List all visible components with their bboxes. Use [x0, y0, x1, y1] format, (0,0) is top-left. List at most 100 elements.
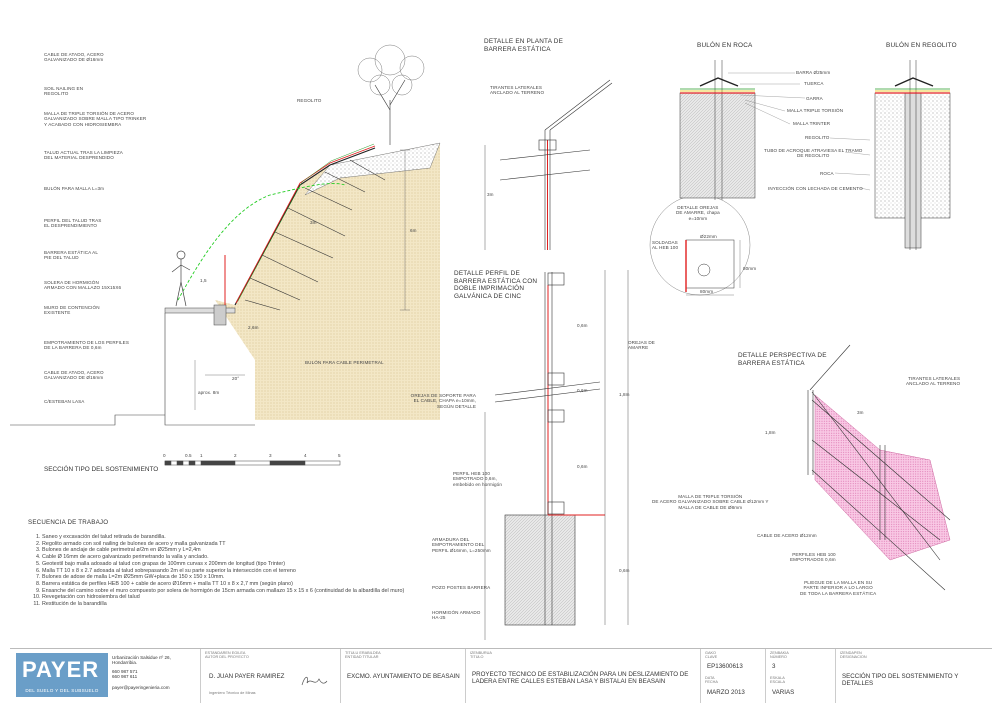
company-phones: 660 987 571 660 987 611 — [112, 669, 138, 680]
orejas-d80a: 80mm — [743, 266, 757, 271]
bulon-label: MALLA TRIPLE TORSIÓN — [787, 108, 844, 113]
bulones-drawing — [679, 60, 951, 250]
numero-cell: ZENBAKIA NÚMERO 3 ESKALA ESCALA VARIAS — [765, 649, 836, 703]
escala-caption: ESKALA ESCALA — [770, 676, 785, 685]
section-drawing — [10, 44, 441, 426]
logo-text: PAYER — [22, 657, 100, 682]
planta-drawing — [484, 79, 613, 250]
perfil-dim-06a: 0,6m — [577, 323, 588, 328]
perspectiva-tirantes: TIRANTES LATERALES ANCLADO AL TERRENO — [906, 376, 961, 387]
perfil-heb: PERFIL HEB 100 EMPOTRADO 0,6m, embebido … — [453, 471, 502, 487]
label-bulon-perimetral: BULÓN PARA CABLE PERIMETRAL — [305, 360, 384, 365]
autor-role: Ingeniero Técnico de Minas — [209, 691, 256, 695]
step-item: Ensanche del camino sobre el muro compue… — [42, 588, 408, 595]
perfil-armadura: ARMADURA DEL EMPOTRAMIENTO DEL PERFIL Ø1… — [432, 537, 491, 553]
perfil-drawing — [484, 270, 629, 640]
designacion-cell: IZENDAPEN DESIGNACION SECCIÓN TIPO DEL S… — [835, 649, 993, 703]
perfil-orejas-soporte: OREJAS DE SOPORTE PARA EL CABLE, CHAPA e… — [410, 393, 476, 409]
label-barrera-pie: BARRERA ESTÁTICA AL PIE DEL TALUD — [44, 250, 98, 261]
planta-dim-3m: 3m — [487, 192, 494, 197]
perspectiva-cable: CABLE DE ACERO Ø12mm — [757, 533, 817, 538]
perspectiva-pliegue: PLIEGUE DE LA MALLA EN SU PARTE INFERIOR… — [800, 580, 877, 596]
title-block: PAYER DEL SUELO Y DEL SUBSUELO Urbanizac… — [10, 648, 992, 703]
scale-tick-0: 0 — [163, 453, 166, 458]
payer-logo: PAYER DEL SUELO Y DEL SUBSUELO — [16, 653, 108, 697]
scale-tick-3: 3 — [269, 453, 272, 458]
scale-tick-1: 1 — [200, 453, 203, 458]
bulon-label: REGOLITO — [805, 135, 830, 140]
bulon-label: INYECCIÓN CON LECHADA DE CEMENTO — [768, 186, 863, 191]
bulon-roca-title: BULÓN EN ROCA — [697, 42, 753, 49]
label-empotramiento: EMPOTRAMIENTO DE LOS PERFILES DE LA BARR… — [44, 340, 130, 351]
orejas-d22: Ø22mm — [700, 234, 717, 239]
titulo-text: PROYECTO TECNICO DE ESTABILIZACIÓN PARA … — [472, 671, 689, 686]
signature-icon — [301, 676, 328, 686]
step-item: Saneo y excavación del talud retirada de… — [42, 534, 408, 541]
numero-value: 3 — [772, 663, 776, 670]
perspectiva-dim-3m: 3m — [857, 410, 864, 415]
perfil-orejas-amarre: OREJAS DE AMARRE — [628, 340, 655, 351]
perfil-hormigon: HORMIGÓN ARMADO HA-25 — [432, 610, 481, 621]
company-email: payer@payeringenieria.com — [112, 685, 170, 690]
perspectiva-perfiles: PERFILES HEB 100 EMPOTRADOS 0,6m — [790, 552, 836, 563]
autor-caption: ESTANDAREN EGILEA AUTOR DEL PROYECTO — [205, 651, 249, 660]
fecha-value: MARZO 2013 — [707, 689, 745, 696]
planta-tirantes: TIRANTES LATERALES ANCLADO AL TERRENO — [490, 85, 545, 96]
designacion-value: SECCIÓN TIPO DEL SOSTENIMIENTO Y DETALLE… — [842, 673, 959, 688]
perfil-dim-06d: 0,6m — [619, 568, 630, 573]
scale-tick-4: 4 — [304, 453, 307, 458]
work-sequence: SECUENCIA DE TRABAJO Saneo y excavación … — [28, 519, 408, 608]
autor-cell: ESTANDAREN EGILEA AUTOR DEL PROYECTO D. … — [200, 649, 341, 703]
perfil-pozo: POZO POSTES BARRERA — [432, 585, 491, 590]
step-item: Geotextil bajo malla adosado al talud co… — [42, 561, 408, 568]
perspectiva-title: DETALLE PERSPECTIVA DE BARRERA ESTÁTICA — [738, 352, 827, 367]
perfil-dim-06b: 0,6m — [577, 388, 588, 393]
numero-caption: ZENBAKIA NÚMERO — [770, 651, 789, 660]
titulo-cell: IZENBURUA TITULO PROYECTO TECNICO DE EST… — [465, 649, 701, 703]
dim-3m: 3m — [310, 220, 317, 225]
bulon-label: MALLA TRINTER — [793, 121, 831, 126]
perfil-dim-18: 1,8m — [619, 392, 630, 397]
scale-tick-5: 5 — [338, 453, 341, 458]
fecha-caption: DATA FECHA — [705, 676, 718, 685]
step-item: Restitución de la barandilla — [42, 601, 408, 608]
perfil-title: DETALLE PERFIL DE BARRERA ESTÁTICA CON D… — [454, 270, 538, 300]
logo-subtitle: DEL SUELO Y DEL SUBSUELO — [25, 688, 99, 693]
step-item: Revegetación con hidrosiembra del talud — [42, 594, 408, 601]
orejas-d80b: 80mm — [700, 289, 714, 294]
step-item: Regolito armado con soil nailing de bulo… — [42, 541, 408, 548]
scale-bar — [164, 460, 341, 466]
autor-name: D. JUAN PAYER RAMIREZ — [209, 673, 285, 680]
orejas-title: DETALLE OREJAS DE AMARRE, chapa e=10mm — [676, 205, 720, 221]
company-address: Urbanización Salsidue nº 26, Hondarribia… — [112, 655, 171, 666]
label-soil-nailing: SOIL NAILING EN REGOLITO — [44, 86, 84, 97]
step-item: Bulones de adose de malla L=2m Ø25mm GW+… — [42, 574, 408, 581]
step-item: Bulones de anclaje de cable perimetral ø… — [42, 547, 408, 554]
planta-title: DETALLE EN PLANTA DE BARRERA ESTÁTICA — [484, 38, 564, 53]
orejas-soldadas: SOLDADAS AL HEB 100 — [652, 240, 679, 251]
dim-6m: 6m — [410, 228, 417, 233]
clave-caption: GAKO CLAVE — [705, 651, 718, 660]
dim-26m: 2,6m — [248, 325, 259, 330]
label-perfil-talud: PERFIL DEL TALUD TRAS EL DESPRENDIMIENTO — [44, 218, 102, 229]
titular-name: EXCMO. AYUNTAMIENTO DE BEASAIN — [347, 673, 460, 680]
titular-cell: TITULU ERABILDEA ENTIDAD TITULAR EXCMO. … — [340, 649, 466, 703]
label-regolito: REGOLITO — [297, 98, 322, 103]
perspectiva-dim-18: 1,8m — [765, 430, 776, 435]
clave-cell: GAKO CLAVE EP13600613 DATA FECHA MARZO 2… — [700, 649, 766, 703]
label-cable-atado-bottom: CABLE DE ATADO, ACERO GALVANIZADO DE Ø16… — [44, 370, 104, 381]
label-talud-actual: TALUD ACTUAL TRAS LA LIMPIEZA DEL MATERI… — [44, 150, 123, 161]
label-bulon-malla: BULÓN PARA MALLA L=3m — [44, 186, 105, 191]
bulon-label: TUBO DE ACROQUE ATRAVIESA EL TRAMO DE RE… — [764, 148, 863, 159]
label-calle: C/ESTEBAN LASA — [44, 399, 85, 404]
step-item: Cable Ø 16mm de acero galvanizado perime… — [42, 554, 408, 561]
scale-tick-05: 0.5 — [185, 453, 192, 458]
perspectiva-drawing — [807, 344, 951, 591]
perfil-dim-06c: 0,6m — [577, 464, 588, 469]
escala-value: VARIAS — [772, 689, 795, 696]
scale-tick-2: 2 — [234, 453, 237, 458]
bulon-label: ROCA — [820, 171, 834, 176]
steps-title: SECUENCIA DE TRABAJO — [28, 519, 109, 526]
